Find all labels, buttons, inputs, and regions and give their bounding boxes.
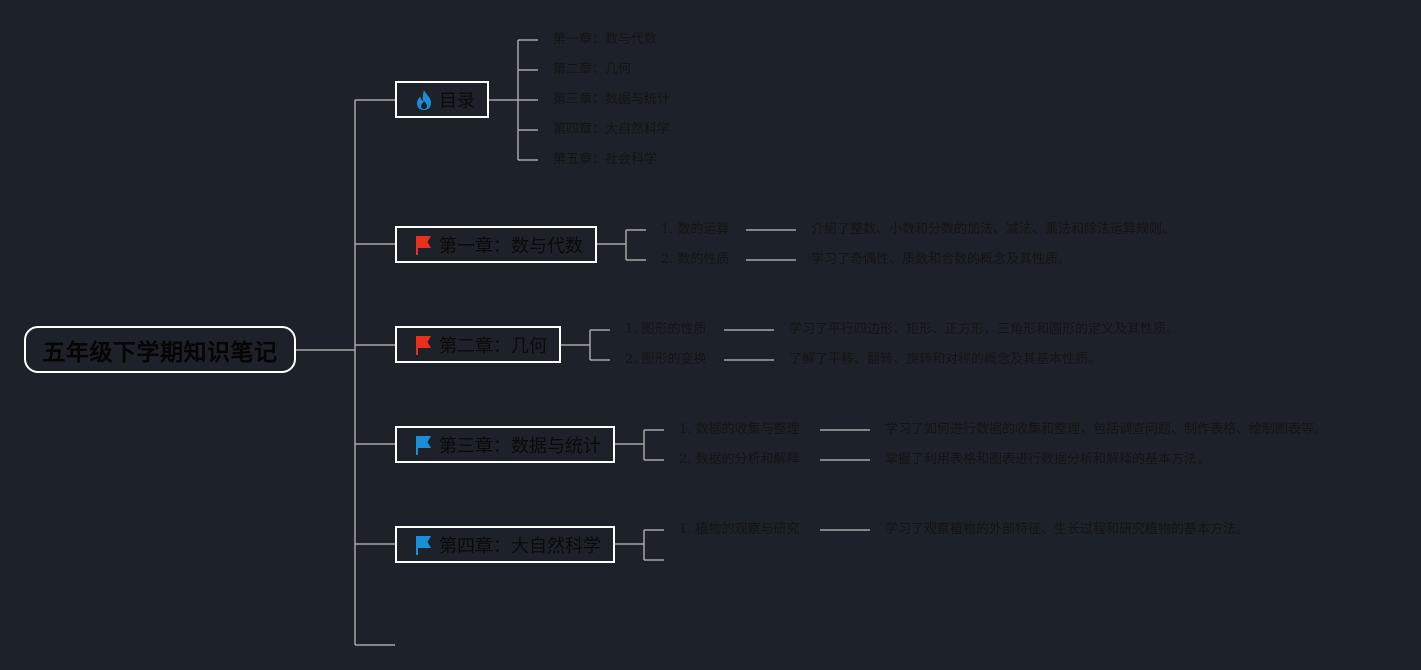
red-flag-icon [413,234,435,256]
chapter-1-subtopic-1[interactable]: 1. 数的运算 [661,222,730,237]
chapter-3-subtopic-1[interactable]: 1. 数据的收集与整理 [679,422,800,437]
red-flag-icon [413,334,435,356]
chapter-4-label: 第四章：大自然科学 [439,535,601,557]
toc-topic[interactable]: 目录 [395,81,489,118]
toc-label: 目录 [439,90,475,112]
toc-item[interactable]: 第二章：几何 [553,62,632,77]
chapter-4-note-1[interactable]: 学习了观察植物的外部特征、生长过程和研究植物的基本方法。 [885,522,1250,537]
root-topic[interactable]: 五年级下学期知识笔记 [24,326,296,373]
chapter-1-label: 第一章：数与代数 [439,235,583,257]
chapter-2-label: 第二章：几何 [439,335,547,357]
chapter-1-note-2[interactable]: 学习了奇偶性、质数和合数的概念及其性质。 [811,252,1072,267]
root-title: 五年级下学期知识笔记 [42,339,278,366]
fire-icon [413,89,435,111]
chapter-3-subtopic-2[interactable]: 2. 数据的分析和解释 [679,452,800,467]
chapter-3-note-1[interactable]: 学习了如何进行数据的收集和整理，包括调查问题、制作表格、绘制图表等。 [885,422,1328,437]
chapter-3-topic[interactable]: 第三章：数据与统计 [395,426,615,463]
chapter-4-subtopic-1[interactable]: 1. 植物的观察与研究 [679,522,800,537]
toc-item[interactable]: 第三章：数据与统计 [553,92,671,107]
chapter-2-subtopic-1[interactable]: 1. 图形的性质 [625,322,707,337]
chapter-2-topic[interactable]: 第二章：几何 [395,326,561,363]
chapter-3-label: 第三章：数据与统计 [439,435,601,457]
toc-item[interactable]: 第四章：大自然科学 [553,122,671,137]
toc-item[interactable]: 第一章：数与代数 [553,32,658,47]
chapter-3-note-2[interactable]: 掌握了利用表格和图表进行数据分析和解释的基本方法。 [885,452,1211,467]
chapter-2-note-1[interactable]: 学习了平行四边形、矩形、正方形、三角形和圆形的定义及其性质。 [789,322,1180,337]
chapter-1-note-1[interactable]: 介绍了整数、小数和分数的加法、减法、乘法和除法运算规则。 [811,222,1176,237]
blue-flag-icon [413,434,435,456]
toc-item[interactable]: 第五章：社会科学 [553,152,658,167]
blue-flag-icon [413,534,435,556]
chapter-2-subtopic-2[interactable]: 2. 图形的变换 [625,352,707,367]
chapter-2-note-2[interactable]: 了解了平移、翻转、旋转和对称的概念及其基本性质。 [789,352,1102,367]
chapter-1-subtopic-2[interactable]: 2. 数的性质 [661,252,730,267]
chapter-1-topic[interactable]: 第一章：数与代数 [395,226,597,263]
chapter-4-topic[interactable]: 第四章：大自然科学 [395,526,615,563]
